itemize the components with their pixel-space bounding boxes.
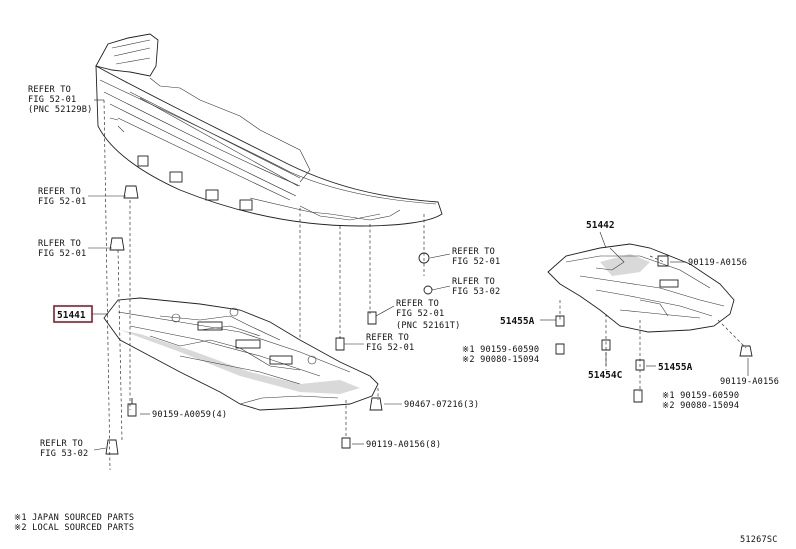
- fastener-symbols: [105, 185, 753, 455]
- part-label-clip-center[interactable]: 90467-07216(3): [404, 400, 479, 410]
- clip3-fig-label[interactable]: FIG 52-01: [452, 257, 500, 267]
- side-under-cover-51442-drawing: [547, 243, 735, 333]
- footnotes: ※1 JAPAN SOURCED PARTS ※2 LOCAL SOURCED …: [14, 513, 134, 533]
- clip5-refer-label[interactable]: REFER TO: [396, 299, 439, 309]
- clip3-refer-label[interactable]: REFER TO: [452, 247, 495, 257]
- footnote-local: ※2 LOCAL SOURCED PARTS: [14, 523, 134, 533]
- clip4-fig-label[interactable]: FIG 53-02: [452, 287, 500, 297]
- part-label-left-ref-1[interactable]: ※1 90159-60590: [462, 345, 539, 355]
- clip7-refer-label[interactable]: REFLR TO: [40, 439, 83, 449]
- clip6-fig-label[interactable]: FIG 52-01: [366, 343, 414, 353]
- part-highlight-box[interactable]: [53, 305, 93, 323]
- part-label-right-ref-2[interactable]: ※2 90080-15094: [662, 401, 739, 411]
- part-label-51455a-left[interactable]: 51455A: [500, 316, 535, 327]
- bumper-refer-label[interactable]: REFER TO: [28, 85, 71, 95]
- engine-under-cover-51441-drawing: [103, 297, 379, 411]
- part-label-screw-side-bottom[interactable]: 90119-A0156: [720, 377, 779, 387]
- clip4-refer-label[interactable]: RLFER TO: [452, 277, 495, 287]
- clip7-fig-label[interactable]: FIG 53-02: [40, 449, 88, 459]
- clip1-fig-label[interactable]: FIG 52-01: [38, 197, 86, 207]
- part-label-51455a-right[interactable]: 51455A: [658, 362, 693, 373]
- clip5-fig-label[interactable]: FIG 52-01: [396, 309, 444, 319]
- part-label-right-ref-1[interactable]: ※1 90159-60590: [662, 391, 739, 401]
- part-label-screw-side-top[interactable]: 90119-A0156: [688, 258, 747, 268]
- clip2-fig-label[interactable]: FIG 52-01: [38, 249, 86, 259]
- part-label-51442[interactable]: 51442: [586, 220, 615, 231]
- part-label-51441[interactable]: 51441: [57, 310, 86, 321]
- front-bumper-drawing: [95, 33, 443, 227]
- part-label-screw-bottom[interactable]: 90119-A0156(8): [366, 440, 441, 450]
- footnote-japan: ※1 JAPAN SOURCED PARTS: [14, 513, 134, 523]
- clip1-refer-label[interactable]: REFER TO: [38, 187, 81, 197]
- leader-lines: [88, 99, 749, 451]
- part-number-labels: 90159-A0059(4) 90467-07216(3) 90119-A015…: [152, 220, 779, 450]
- part-label-51454c[interactable]: 51454C: [588, 370, 623, 381]
- callout-labels: REFER TO FIG 52-01 (PNC 52129B) REFER TO…: [28, 85, 500, 459]
- part-label-left-ref-2[interactable]: ※2 90080-15094: [462, 355, 539, 365]
- clip2-refer-label[interactable]: RLFER TO: [38, 239, 81, 249]
- diagram-id: 51267SC: [740, 535, 778, 545]
- clip6-refer-label[interactable]: REFER TO: [366, 333, 409, 343]
- bumper-fig-label[interactable]: FIG 52-01: [28, 95, 76, 105]
- bumper-pnc-label[interactable]: (PNC 52129B): [28, 105, 93, 115]
- clip5-pnc-label[interactable]: (PNC 52161T): [396, 321, 461, 331]
- part-label-bolt-left[interactable]: 90159-A0059(4): [152, 410, 227, 420]
